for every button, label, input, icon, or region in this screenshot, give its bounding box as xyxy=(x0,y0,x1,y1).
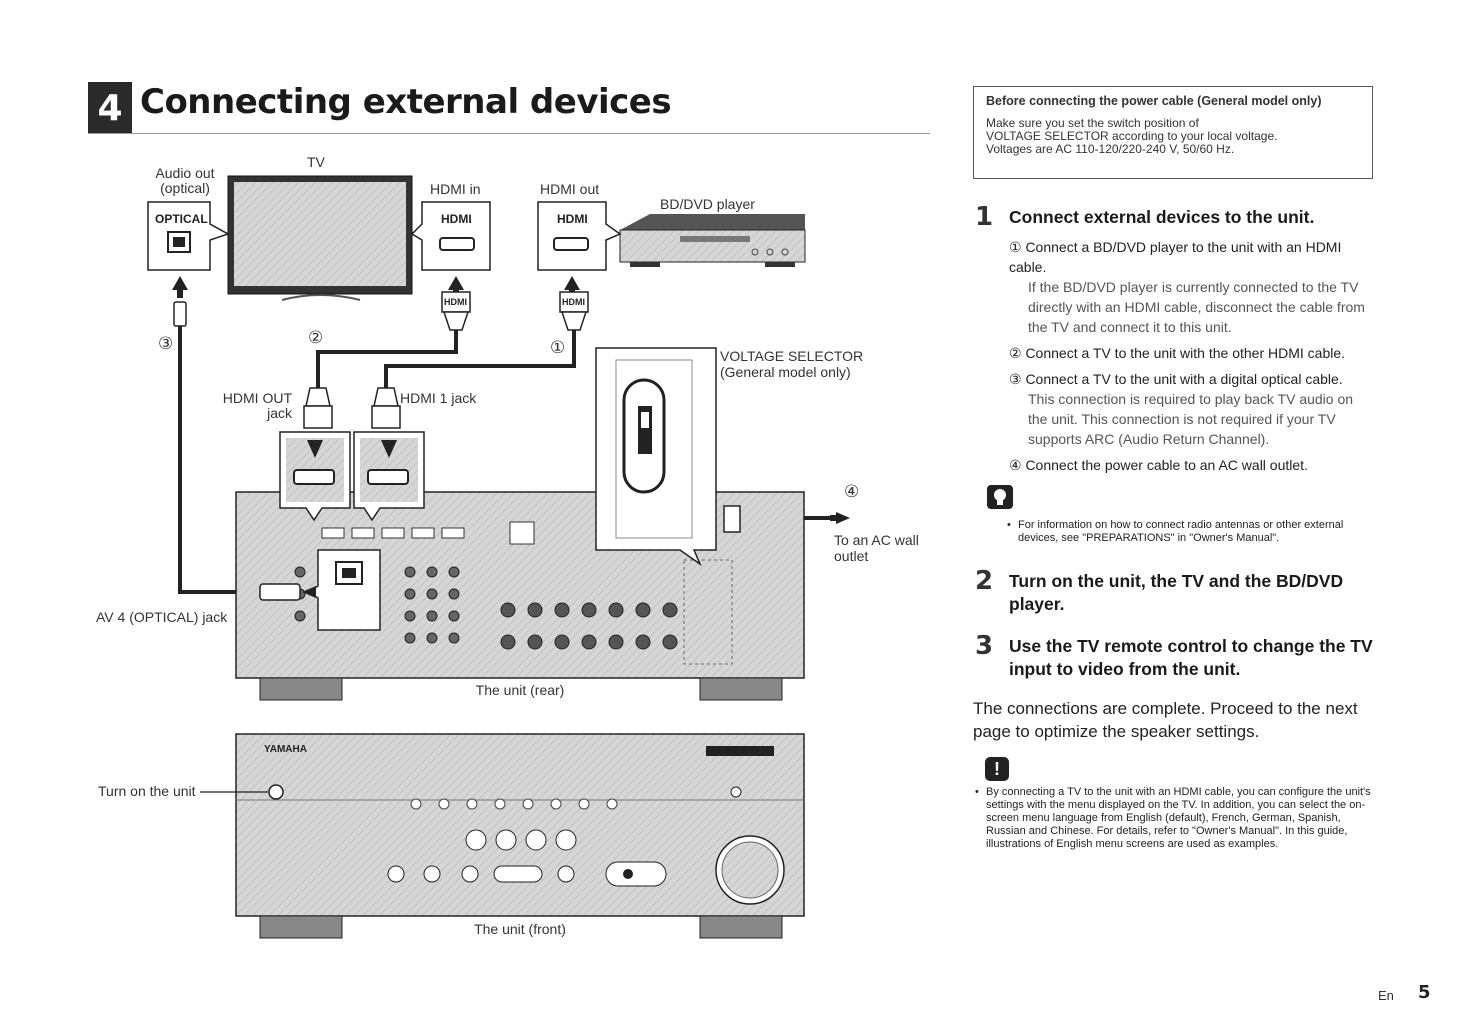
note-line-3: Voltages are AC 110-120/220-240 V, 50/60… xyxy=(986,142,1235,156)
note-heading: Before connecting the power cable (Gener… xyxy=(986,94,1322,108)
av4-jack-label: AV 4 (OPTICAL) jack xyxy=(96,609,228,625)
optical-plug xyxy=(173,301,187,327)
step-title: Turn on the unit, the TV and the BD/DVD … xyxy=(1009,571,1344,614)
audio-out-sub: (optical) xyxy=(160,180,210,196)
note-line-1: Make sure you set the switch position of xyxy=(986,116,1199,130)
marker-3: ③ xyxy=(158,334,174,353)
unit-front-panel xyxy=(235,733,805,939)
marker-1: ① xyxy=(550,338,566,357)
hdmi-jack-callouts xyxy=(279,431,425,522)
optical-callout xyxy=(147,201,230,271)
step-1: 1 Connect external devices to the unit. … xyxy=(975,202,1375,481)
step-number: 1 xyxy=(975,202,994,232)
hdmi-out-connector-label: HDMI xyxy=(557,212,588,226)
step-substeps: ① Connect a BD/DVD player to the unit wi… xyxy=(1009,237,1375,475)
arrow-up-icon xyxy=(448,276,464,298)
av4-optical-callout xyxy=(259,549,381,631)
bd-dvd-label: BD/DVD player xyxy=(660,196,755,212)
warning-icon: ! xyxy=(985,757,1009,781)
step-2: 2 Turn on the unit, the TV and the BD/DV… xyxy=(975,566,1375,616)
tv-illustration xyxy=(227,175,413,301)
arrow-up-icon xyxy=(564,276,580,298)
hint-bullet-text: For information on how to connect radio … xyxy=(1018,519,1344,544)
substep-3-detail: This connection is required to play back… xyxy=(1028,391,1354,447)
note-line-2: VOLTAGE SELECTOR according to your local… xyxy=(986,129,1278,143)
substep-1-detail: If the BD/DVD player is currently connec… xyxy=(1028,279,1365,335)
brand-logo: YAMAHA xyxy=(264,744,307,755)
hdmi-in-callout xyxy=(410,201,491,271)
warning-bullet-text: By connecting a TV to the unit with an H… xyxy=(986,786,1371,850)
tv-label: TV xyxy=(307,154,325,170)
step-number: 2 xyxy=(975,566,994,596)
voltage-selector-label: VOLTAGE SELECTOR xyxy=(720,348,864,364)
arrow-up-icon xyxy=(172,276,188,298)
hdmi-in-label: HDMI in xyxy=(430,181,481,197)
arrow-down-icon xyxy=(381,440,397,458)
substep-1: ① Connect a BD/DVD player to the unit wi… xyxy=(1009,239,1342,275)
title-rule xyxy=(88,133,930,134)
voltage-selector-callout xyxy=(595,347,717,567)
hint-lightbulb-icon xyxy=(987,485,1013,509)
hdmi-out-jack-label-2: jack xyxy=(267,405,292,421)
power-cable-note: Before connecting the power cable (Gener… xyxy=(973,86,1373,179)
power-plug-icon xyxy=(830,512,850,524)
warning-bullet: • By connecting a TV to the unit with an… xyxy=(975,786,1375,851)
hdmi-in-connector-label: HDMI xyxy=(441,212,472,226)
hdmi-out-label: HDMI out xyxy=(540,181,600,197)
connection-diagram: TV Audio out (optical) OPTICAL HDMI in H… xyxy=(60,140,940,960)
step-3: 3 Use the TV remote control to change th… xyxy=(975,631,1375,681)
turn-on-label: Turn on the unit xyxy=(98,783,196,799)
substep-2: ② Connect a TV to the unit with the othe… xyxy=(1009,345,1346,361)
ac-wall-label: To an AC wall xyxy=(834,532,919,548)
footer-language: En xyxy=(1378,988,1394,1003)
arrow-down-icon xyxy=(307,440,323,458)
ac-wall-label-2: outlet xyxy=(834,548,869,564)
section-number-badge: 4 xyxy=(88,82,132,134)
substep-4: ④ Connect the power cable to an AC wall … xyxy=(1009,457,1308,473)
marker-2: ② xyxy=(308,328,324,347)
hdmi-plug-label: HDMI xyxy=(562,297,585,307)
substep-3: ③ Connect a TV to the unit with a digita… xyxy=(1009,371,1343,387)
hint-bullet: • For information on how to connect radi… xyxy=(1007,519,1372,545)
audio-out-label: Audio out xyxy=(155,165,215,181)
bd-dvd-player-illustration xyxy=(619,214,806,267)
page-title: Connecting external devices xyxy=(140,82,672,122)
page-number: 5 xyxy=(1418,982,1431,1003)
completion-text: The connections are complete. Proceed to… xyxy=(973,699,1358,741)
hdmi-plug-label: HDMI xyxy=(444,297,467,307)
unit-front-label: The unit (front) xyxy=(474,921,566,937)
step-title: Connect external devices to the unit. xyxy=(1009,207,1315,227)
hdmi-out-jack-label: HDMI OUT xyxy=(222,390,292,406)
optical-connector-label: OPTICAL xyxy=(155,212,208,226)
step-title: Use the TV remote control to change the … xyxy=(1009,636,1373,679)
diagram-drawing xyxy=(147,175,850,939)
step-number: 3 xyxy=(975,631,994,661)
voltage-selector-sub: (General model only) xyxy=(720,364,851,380)
hdmi1-jack-label: HDMI 1 jack xyxy=(400,390,477,406)
unit-rear-label: The unit (rear) xyxy=(475,682,565,698)
power-button-icon xyxy=(268,784,284,800)
marker-4: ④ xyxy=(844,482,860,501)
hdmi-out-callout xyxy=(537,201,622,271)
